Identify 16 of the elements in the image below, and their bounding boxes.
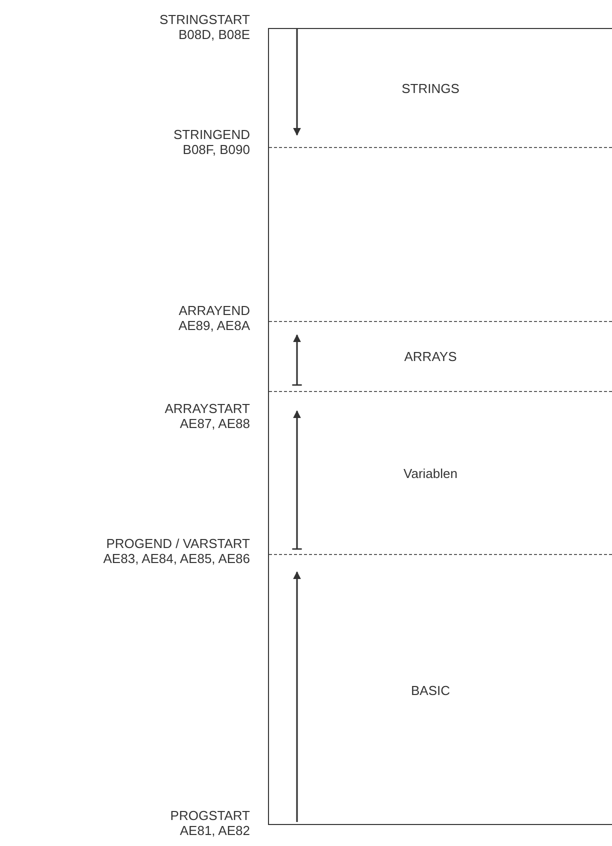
address-label: B08F, B090 [182,142,250,157]
pointer-name: ARRAYSTART [164,401,250,416]
address-label: AE89, AE8A [178,318,250,333]
region-label: ARRAYS [404,349,457,364]
region-label: Variablen [404,466,458,480]
region-label: STRINGS [402,80,460,96]
pointer-name: STRINGEND [173,127,250,142]
address-label: AE87, AE88 [180,416,250,431]
pointer-name: PROGEND / VARSTART [106,536,250,551]
address-label: B08D, B08E [178,27,250,42]
pointer-name: PROGSTART [170,808,250,823]
pointer-name: STRINGSTART [159,12,250,27]
address-label: AE81, AE82 [180,823,250,838]
region-label: BASIC [410,683,450,698]
pointer-name: ARRAYEND [178,303,250,318]
address-label: AE83, AE84, AE85, AE86 [103,551,250,566]
